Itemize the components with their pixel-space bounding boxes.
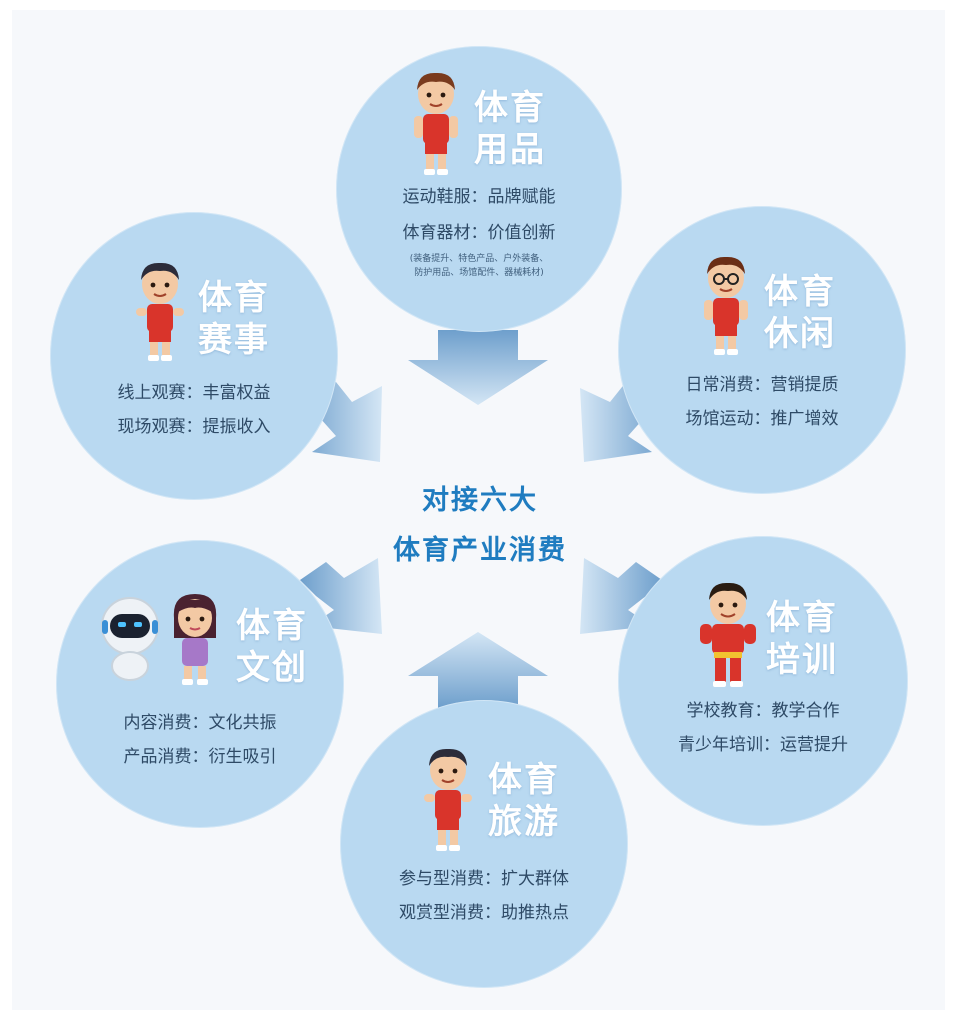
node-sports-creative: 体育 文创 内容消费：文化共振 产品消费：衍生吸引 [56,540,344,828]
arrow-lower-right [580,558,662,634]
node-creative-title2: 文创 [236,648,308,688]
mascot-athlete-icon [700,582,756,687]
node-tourism-title2: 旅游 [488,802,560,842]
node-events-title1: 体育 [198,278,270,318]
node-creative-line2: 产品消费：衍生吸引 [123,747,277,767]
node-sports-goods: 体育 用品 运动鞋服：品牌赋能 体育器材：价值创新 (装备提升、特色产品、户外装… [336,46,622,332]
mascot-boy-icon [414,72,458,175]
node-events-line1: 线上观赛：丰富权益 [117,383,271,403]
node-training-line1: 学校教育：教学合作 [686,701,840,721]
node-leisure-title2: 休闲 [764,314,836,354]
node-sports-tourism: 体育 旅游 参与型消费：扩大群体 观赏型消费：助推热点 [340,700,628,988]
node-events-title2: 赛事 [198,320,270,360]
center-title-line1: 对接六大 [422,485,538,516]
node-goods-small1: (装备提升、特色产品、户外装备、 [409,254,549,264]
mascot-boy-icon [136,262,184,361]
node-training-title2: 培训 [766,640,838,680]
node-training-line2: 青少年培训：运营提升 [678,735,848,755]
center-title-line2: 体育产业消费 [393,535,567,566]
node-tourism-line1: 参与型消费：扩大群体 [399,869,569,889]
node-tourism-title1: 体育 [488,760,560,800]
node-leisure-line1: 日常消费：营销提质 [685,375,839,395]
arrow-top [408,330,548,405]
node-goods-title1: 体育 [474,88,546,128]
node-leisure-title1: 体育 [764,272,836,312]
robot-mascot-icon [101,597,159,681]
node-creative-line1: 内容消费：文化共振 [123,713,277,733]
node-sports-leisure: 体育 休闲 日常消费：营销提质 场馆运动：推广增效 [618,206,906,494]
node-sports-events: 体育 赛事 线上观赛：丰富权益 现场观赛：提振收入 [50,212,338,500]
node-goods-small2: 防护用品、场馆配件、器械耗材) [414,268,544,278]
arrow-bottom [408,632,548,708]
node-goods-line1: 运动鞋服：品牌赋能 [402,187,556,207]
node-tourism-line2: 观赏型消费：助推热点 [399,903,569,923]
node-goods-line2: 体育器材：价值创新 [402,223,556,243]
mascot-boy-icon [424,748,472,851]
node-sports-training: 体育 培训 学校教育：教学合作 青少年培训：运营提升 [618,536,908,826]
mascot-glasses-boy-icon [704,256,748,355]
node-leisure-line2: 场馆运动：推广增效 [685,409,839,429]
node-training-title1: 体育 [766,598,838,638]
mascot-girl-icon [173,594,217,685]
node-goods-title2: 用品 [474,130,546,170]
arrow-lower-left [300,558,382,634]
node-events-line2: 现场观赛：提振收入 [117,417,271,437]
node-creative-title1: 体育 [236,606,308,646]
